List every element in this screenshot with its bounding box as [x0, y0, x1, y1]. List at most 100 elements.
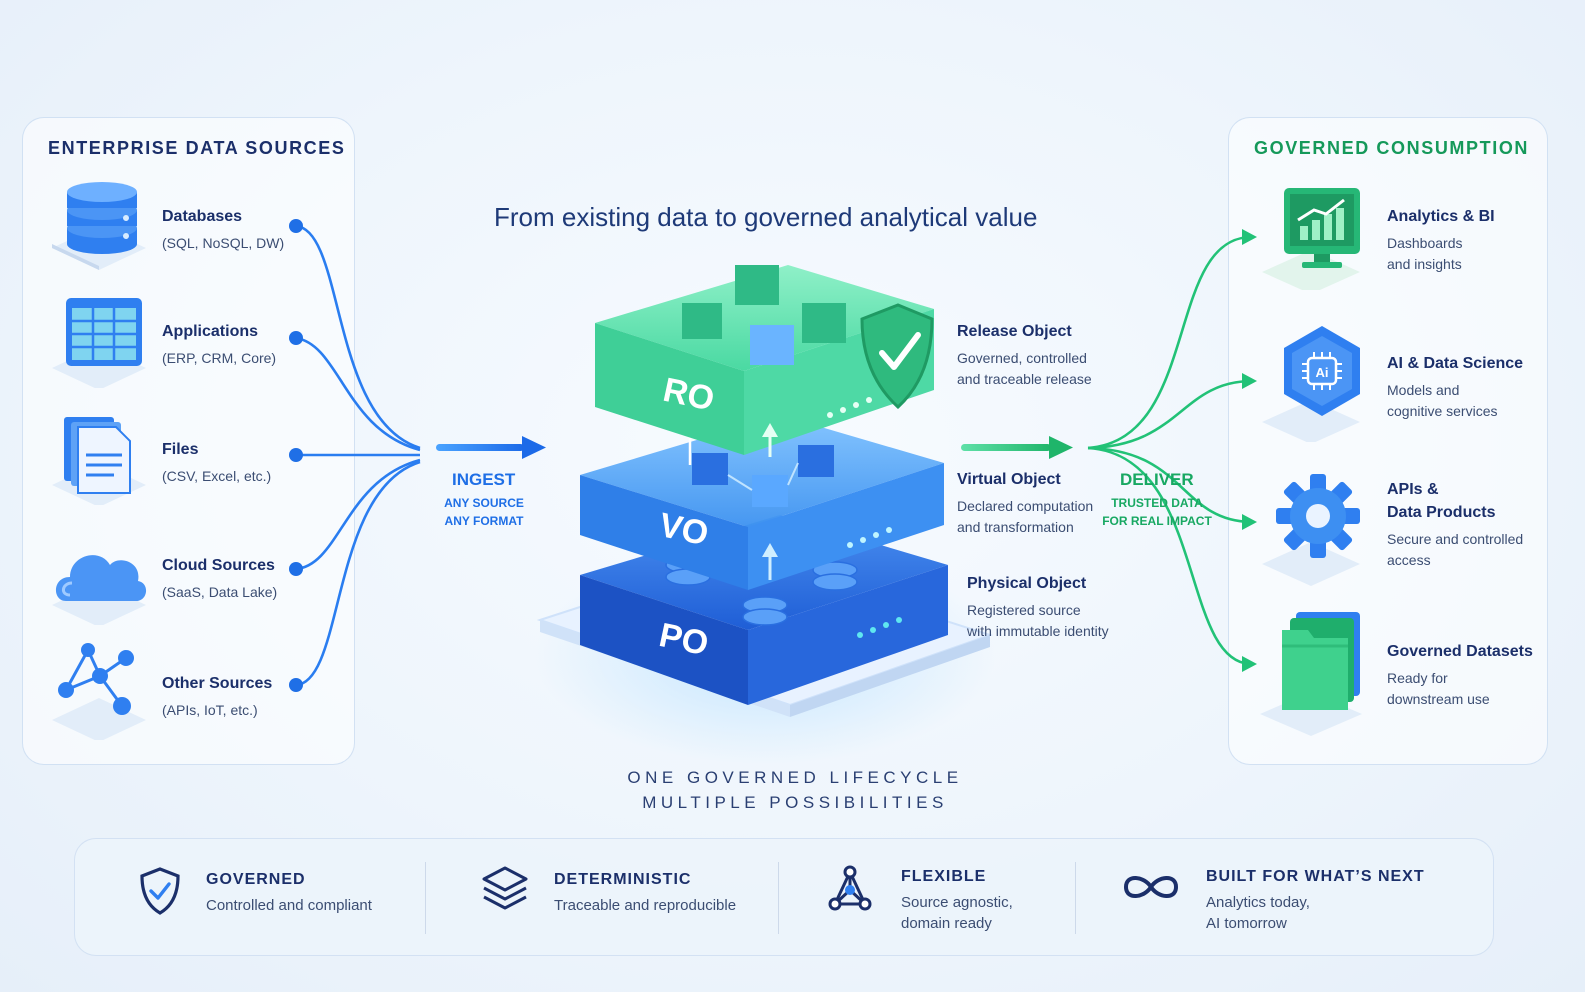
ai-chip-text: Ai	[1316, 365, 1329, 380]
principle-deterministic: DETERMINISTIC Traceable and reproducible	[554, 871, 736, 916]
consumption-item-analytics: Analytics & BI Dashboards and insights	[1387, 208, 1495, 275]
sources-title: ENTERPRISE DATA SOURCES	[48, 138, 346, 158]
consumption-desc-line: Models and	[1387, 382, 1460, 398]
lifecycle-caption: ONE GOVERNED LIFECYCLE MULTIPLE POSSIBIL…	[560, 765, 1030, 815]
source-line-databases	[295, 224, 421, 450]
files-icon	[44, 405, 154, 507]
source-name: Databases	[162, 208, 243, 225]
deliver-sub: TRUSTED DATA FOR REAL IMPACT	[1098, 494, 1216, 530]
principle-title: DETERMINISTIC	[554, 871, 692, 888]
consumption-item-datasets: Governed Datasets Ready for downstream u…	[1387, 643, 1533, 710]
lifecycle-line2: MULTIPLE POSSIBILITIES	[642, 793, 948, 812]
footer-divider	[425, 862, 426, 934]
layer-desc: Declared computation and transformation	[957, 496, 1093, 538]
layer-desc-line: with immutable identity	[967, 623, 1109, 639]
deliver-arrowhead-datasets	[1242, 656, 1257, 672]
source-item-applications: Applications (ERP, CRM, Core)	[162, 323, 276, 369]
consumption-title: GOVERNED CONSUMPTION	[1254, 138, 1530, 158]
principle-desc-line: Source agnostic,	[901, 894, 1013, 911]
deliver-arrowhead-ai	[1242, 373, 1257, 389]
source-dot-files	[289, 448, 303, 462]
deliver-line-apis	[1087, 446, 1251, 524]
source-line-cloud	[295, 458, 421, 571]
deliver-arrow	[961, 436, 1073, 459]
governed-consumption-panel	[1228, 117, 1548, 765]
consumption-name-line2: Data Products	[1387, 504, 1496, 521]
layer-desc: Governed, controlled and traceable relea…	[957, 348, 1092, 390]
consumption-desc-line: and insights	[1387, 256, 1462, 272]
source-dot-databases	[289, 219, 303, 233]
deliver-label: DELIVER	[1120, 470, 1194, 489]
source-item-databases: Databases (SQL, NoSQL, DW)	[162, 208, 284, 254]
ingest-line1: ANY SOURCE	[444, 496, 524, 510]
principle-governed: GOVERNED Controlled and compliant	[206, 871, 372, 916]
principle-desc-line: AI tomorrow	[1206, 915, 1287, 932]
principle-title: BUILT FOR WHAT’S NEXT	[1206, 868, 1425, 885]
deliver-arrowhead-analytics	[1242, 229, 1257, 245]
source-sub: (SQL, NoSQL, DW)	[162, 235, 285, 251]
layer-desc-line: Registered source	[967, 602, 1081, 618]
footer-divider	[1075, 862, 1076, 934]
layers-icon	[480, 864, 530, 921]
consumption-desc: Dashboards and insights	[1387, 233, 1495, 275]
deliver-line2: FOR REAL IMPACT	[1102, 514, 1212, 528]
footer-divider	[778, 862, 779, 934]
consumption-name: Governed Datasets	[1387, 643, 1533, 660]
layer-desc: Registered source with immutable identit…	[967, 600, 1109, 642]
shield-check-icon	[138, 866, 182, 921]
consumption-item-apis: APIs & Data Products Secure and controll…	[1387, 481, 1523, 571]
gear-icon	[1256, 468, 1366, 586]
consumption-item-ai: AI & Data Science Models and cognitive s…	[1387, 355, 1523, 422]
principle-desc-line: Analytics today,	[1206, 894, 1310, 911]
principle-desc: Source agnostic, domain ready	[901, 892, 1013, 934]
consumption-name: Analytics & BI	[1387, 208, 1495, 225]
ingest-label: INGEST	[452, 470, 516, 489]
consumption-desc: Models and cognitive services	[1387, 380, 1523, 422]
source-name: Files	[162, 441, 199, 458]
lifecycle-line1: ONE GOVERNED LIFECYCLE	[627, 768, 963, 787]
cloud-icon	[44, 525, 154, 627]
layer-desc-line: and traceable release	[957, 371, 1092, 387]
ingest-sub: ANY SOURCE ANY FORMAT	[436, 494, 532, 530]
consumption-desc-line: cognitive services	[1387, 403, 1498, 419]
ai-chip-icon: Ai	[1256, 322, 1366, 444]
deliver-arrowhead-apis	[1242, 514, 1257, 530]
source-dot-cloud	[289, 562, 303, 576]
source-line-applications	[295, 336, 421, 452]
source-sub: (CSV, Excel, etc.)	[162, 468, 272, 484]
layer-label-virtual: Virtual Object Declared computation and …	[957, 471, 1093, 538]
consumption-desc: Secure and controlled access	[1387, 529, 1523, 571]
analytics-monitor-icon	[1256, 180, 1366, 294]
principle-desc-line: domain ready	[901, 915, 992, 932]
principle-whats-next: BUILT FOR WHAT’S NEXT Analytics today, A…	[1206, 868, 1425, 934]
folder-icon	[1256, 606, 1366, 736]
principles-footer	[74, 838, 1494, 956]
principle-desc: Traceable and reproducible	[554, 897, 737, 914]
graph-nodes-icon	[826, 864, 874, 919]
layer-label-release: Release Object Governed, controlled and …	[957, 323, 1092, 390]
source-name: Applications	[162, 323, 259, 340]
principle-title: GOVERNED	[206, 871, 306, 888]
source-dot-applications	[289, 331, 303, 345]
source-name: Other Sources	[162, 675, 273, 692]
consumption-desc-line: access	[1387, 552, 1431, 568]
source-dot-other	[289, 678, 303, 692]
principle-desc: Analytics today, AI tomorrow	[1206, 892, 1425, 934]
application-window-icon	[44, 288, 154, 390]
layer-name: Release Object	[957, 323, 1072, 340]
object-stack: PO VO RO	[535, 265, 995, 765]
shield-check-icon	[860, 303, 934, 410]
layer-label-physical: Physical Object Registered source with i…	[967, 575, 1109, 642]
consumption-desc-line: Dashboards	[1387, 235, 1463, 251]
layer-name: Physical Object	[967, 575, 1087, 592]
diagram-title: From existing data to governed analytica…	[494, 202, 1038, 232]
deliver-line1: TRUSTED DATA	[1111, 496, 1203, 510]
layer-vo	[580, 415, 944, 590]
layer-desc-line: Governed, controlled	[957, 350, 1087, 366]
source-sub: (ERP, CRM, Core)	[162, 350, 277, 366]
consumption-desc-line: downstream use	[1387, 691, 1490, 707]
ingest-arrow	[436, 436, 546, 459]
principle-flexible: FLEXIBLE Source agnostic, domain ready	[901, 868, 1013, 934]
principle-title: FLEXIBLE	[901, 868, 987, 885]
